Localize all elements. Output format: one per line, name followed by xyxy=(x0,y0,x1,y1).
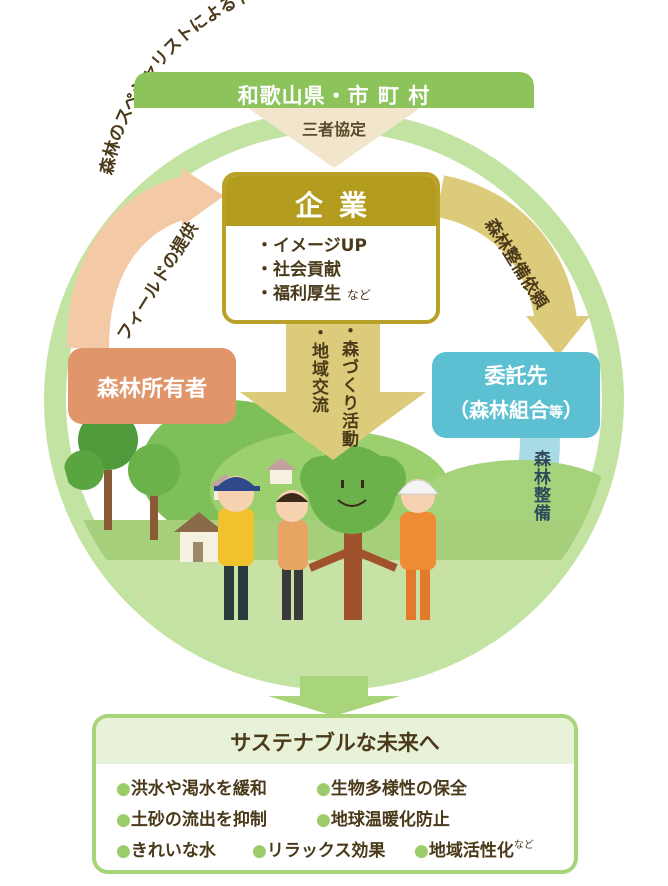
company-title: 企業 xyxy=(294,189,383,222)
future-arrow-head xyxy=(268,696,400,716)
benefit-suffix: など xyxy=(346,288,371,302)
future-header xyxy=(96,718,574,764)
request-arrow-head xyxy=(526,316,590,356)
future-title: サステナブルな未来へ xyxy=(230,731,440,755)
future-arrow-body xyxy=(300,676,368,696)
center-arrow-body xyxy=(286,324,380,392)
field-arrow-head xyxy=(182,168,224,226)
benefit-item: ・社会貢献 xyxy=(256,260,341,280)
forest-activities-label: ・森づくり活動 xyxy=(338,322,358,448)
entrusted-box xyxy=(432,352,600,438)
company-box: 企業 ・イメージUP ・社会貢献 ・福利厚生 など xyxy=(222,172,440,324)
effect-item: ●生物多様性の保全 xyxy=(316,779,467,799)
owner-label: 森林所有者 xyxy=(96,377,207,402)
company-benefits: ・イメージUP ・社会貢献 ・福利厚生 など xyxy=(256,234,371,307)
field-arrow-body xyxy=(67,175,196,349)
top-band xyxy=(134,72,534,108)
person-cap-icon xyxy=(214,476,260,620)
effect-item: ●リラックス効果 xyxy=(252,841,386,861)
benefit-item: ・イメージUP xyxy=(256,236,367,256)
company-header xyxy=(226,176,436,226)
center-arrow-head xyxy=(240,392,426,460)
regional-exchange-label: ・地域交流 xyxy=(308,324,328,414)
agreement-label: 三者協定 xyxy=(301,120,366,139)
owner-box xyxy=(68,348,236,424)
entrusted-subtitle: （森林組合等） xyxy=(449,398,583,422)
tree-character-icon xyxy=(300,446,406,620)
entrusted-title: 委託先 xyxy=(484,364,548,388)
agreement-triangle xyxy=(248,108,420,168)
effect-item: ●地球温暖化防止 xyxy=(316,810,450,830)
effect-item: ●きれいな水 xyxy=(116,841,216,861)
tree-icon xyxy=(128,444,180,496)
tree-icon xyxy=(64,450,104,490)
forest-maintenance-label: 森林整備 xyxy=(530,450,550,522)
worker-helmet-icon xyxy=(397,479,439,620)
request-arrow-body xyxy=(435,175,577,324)
benefit-item: ・福利厚生 など xyxy=(256,284,371,304)
future-effects: ●洪水や渇水を緩和 ●生物多様性の保全 ●土砂の流出を抑制 ●地球温暖化防止 ●… xyxy=(116,770,566,870)
effect-item: ●洪水や渇水を緩和 xyxy=(116,779,267,799)
effect-item: ●土砂の流出を抑制 xyxy=(116,810,267,830)
house-icon xyxy=(270,468,292,484)
effect-suffix: など xyxy=(513,840,534,851)
prefecture-label: 和歌山県・市 町 村 xyxy=(237,84,431,108)
effect-item: ●地域活性化など xyxy=(414,840,534,861)
person-woman-icon xyxy=(276,490,308,620)
future-box: サステナブルな未来へ ●洪水や渇水を緩和 ●生物多様性の保全 ●土砂の流出を抑制… xyxy=(92,714,578,874)
